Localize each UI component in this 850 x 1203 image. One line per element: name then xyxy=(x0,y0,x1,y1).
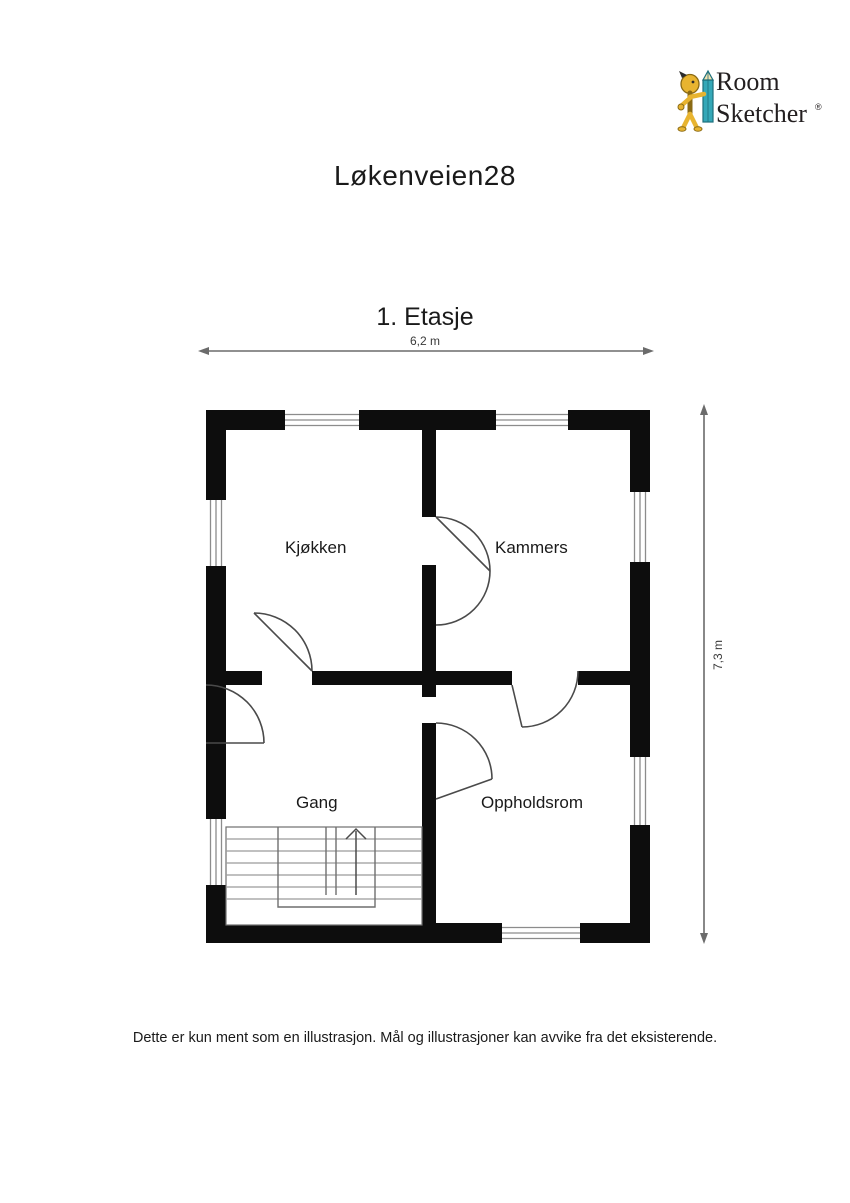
floorplan-drawing xyxy=(205,410,650,943)
floor-label: 1. Etasje xyxy=(376,303,474,331)
windows-group xyxy=(206,410,650,943)
staircase xyxy=(225,826,423,926)
window-right-upper xyxy=(630,492,650,562)
width-dimension-arrow xyxy=(198,347,654,355)
registered-trademark-mark: ® xyxy=(815,102,822,112)
stair-up-arrow-icon xyxy=(345,827,367,895)
roomsketcher-logo: Room Sketcher ® xyxy=(676,66,822,138)
roomsketcher-figure-with-pencil-icon xyxy=(677,69,715,132)
window-left-lower xyxy=(206,819,226,885)
height-dimension-label: 7,3 m xyxy=(711,639,726,671)
room-label-gang: Gang xyxy=(296,793,338,812)
room-label-kammers: Kammers xyxy=(495,538,568,557)
doors-group xyxy=(205,516,579,800)
window-top-left xyxy=(285,410,359,430)
door-kitchen-gang xyxy=(253,612,313,672)
room-label-kjokken: Kjøkken xyxy=(285,538,347,557)
logo-text-room: Room xyxy=(716,67,780,96)
window-right-lower xyxy=(630,757,650,825)
logo-text-sketcher: Sketcher xyxy=(716,99,807,128)
door-gang-oppholdsrom xyxy=(435,722,493,800)
door-kitchen-kammers xyxy=(435,516,491,626)
window-left-upper xyxy=(206,500,226,566)
window-top-right xyxy=(496,410,568,430)
window-bottom xyxy=(502,923,580,943)
room-label-oppholdsrom: Oppholdsrom xyxy=(481,793,584,812)
door-gang-left xyxy=(205,684,265,744)
door-oppholdsrom-upper xyxy=(511,670,579,728)
disclaimer-text: Dette er kun ment som en illustrasjon. M… xyxy=(132,1030,718,1046)
interior-walls-group xyxy=(206,410,650,943)
height-dimension-arrow xyxy=(700,404,708,944)
page-title: Løkenveien28 xyxy=(334,160,516,191)
width-dimension-label: 6,2 m xyxy=(409,334,440,348)
